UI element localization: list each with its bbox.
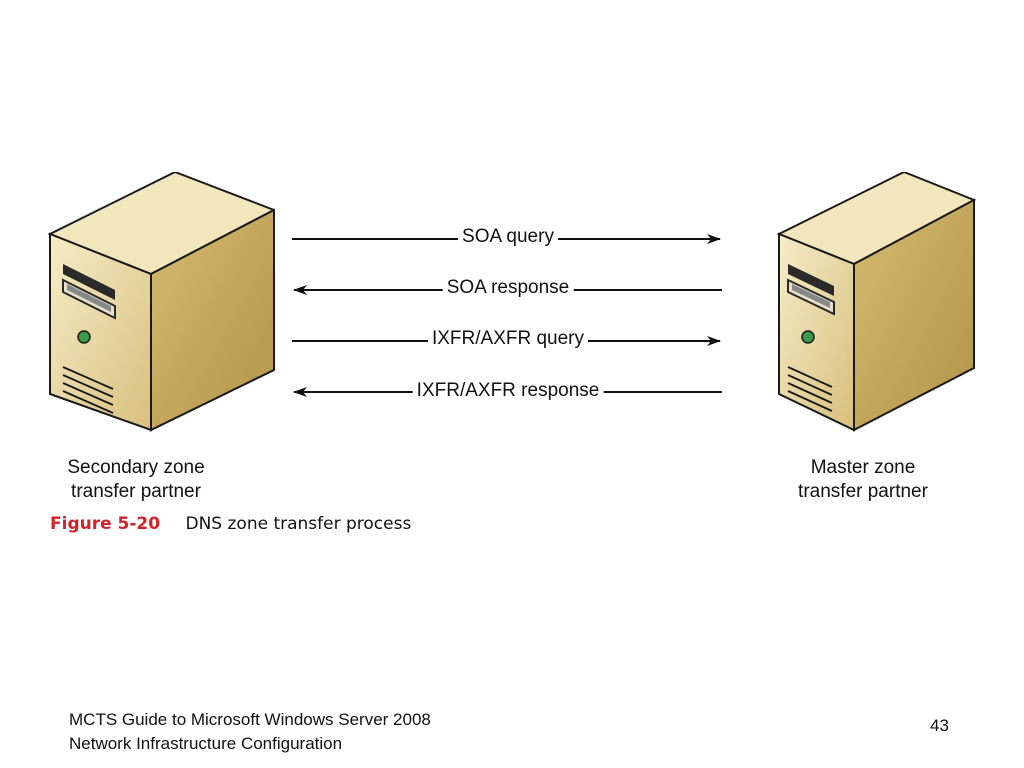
secondary-server-label-line1: Secondary zone [67, 457, 205, 478]
master-server-label-line1: Master zone [810, 457, 916, 478]
secondary-server-icon [45, 172, 275, 432]
footer-line2: Network Infrastructure Configuration [69, 734, 343, 753]
footer-course-title: MCTS Guide to Microsoft Windows Server 2… [69, 708, 431, 756]
soa-response-label: SOA response [442, 277, 574, 299]
secondary-server-label-line2: transfer partner [71, 481, 201, 502]
figure-number: Figure 5-20 [50, 514, 161, 534]
footer-line1: MCTS Guide to Microsoft Windows Server 2… [69, 710, 431, 729]
master-server-label: Master zone transfer partner [753, 456, 973, 504]
figure-caption: Figure 5-20 DNS zone transfer process [50, 514, 411, 534]
ixfr-axfr-response-label: IXFR/AXFR response [412, 380, 604, 402]
master-server-label-line2: transfer partner [798, 481, 928, 502]
figure-title: DNS zone transfer process [185, 514, 412, 534]
soa-query-label: SOA query [458, 226, 558, 248]
page-number: 43 [930, 716, 949, 735]
ixfr-axfr-query-label: IXFR/AXFR query [427, 328, 589, 350]
secondary-server-label: Secondary zone transfer partner [26, 456, 246, 504]
master-server-icon [774, 172, 1004, 432]
